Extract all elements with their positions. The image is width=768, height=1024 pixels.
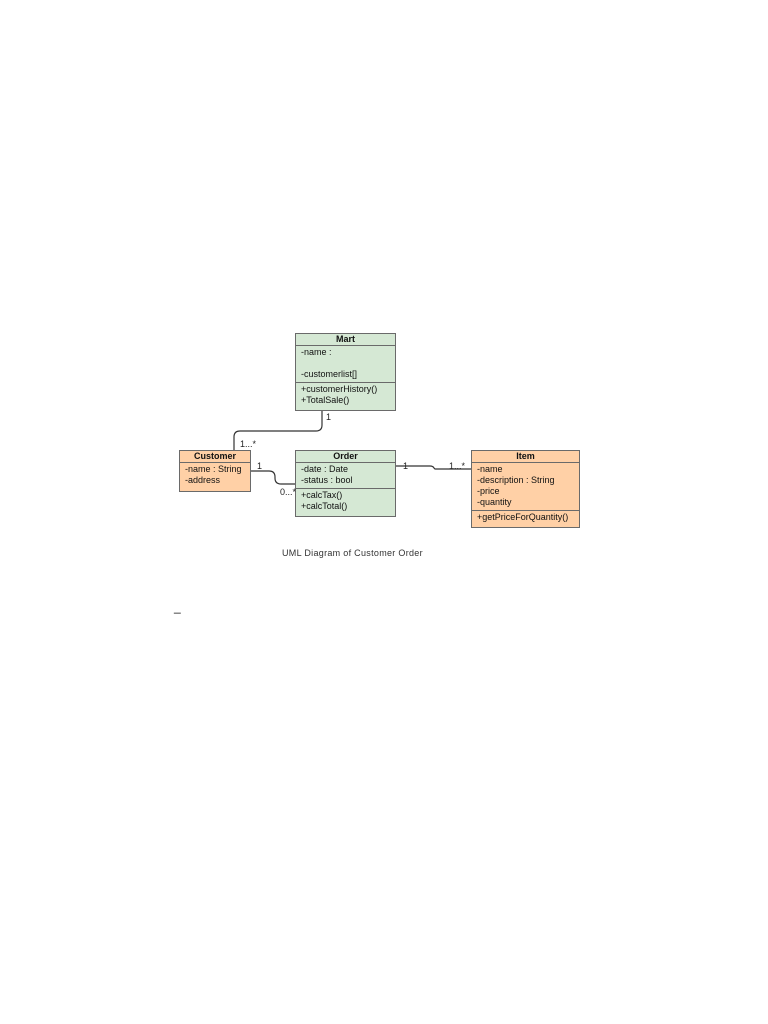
class-order-name: Order: [296, 451, 395, 463]
class-mart-attributes: -name : -customerlist[]: [296, 346, 395, 383]
class-mart-attribute: -name :: [301, 347, 332, 357]
class-item-attribute: -name: [477, 464, 503, 474]
multiplicity-customer-end-order: 1: [257, 461, 263, 471]
class-order-operation: +calcTotal(): [301, 501, 348, 511]
multiplicity-order-end-customer: 0...*: [280, 487, 297, 497]
association-customer-order: [251, 470, 295, 485]
class-item-attributes: -name -description : String -price -quan…: [472, 463, 579, 511]
stray-underscore-mark: _: [174, 600, 181, 614]
multiplicity-order-end-item: 1: [403, 461, 409, 471]
class-mart-operation: +customerHistory(): [301, 384, 378, 394]
class-mart-attribute: -customerlist[]: [301, 369, 358, 379]
class-item-operations: +getPriceForQuantity(): [472, 511, 579, 525]
class-item-attribute: -price: [477, 486, 500, 496]
class-item: Item -name -description : String -price …: [471, 450, 580, 528]
class-order: Order -date : Date -status : bool +calcT…: [295, 450, 396, 517]
class-mart-attribute-blank: [301, 358, 390, 369]
class-mart: Mart -name : -customerlist[] +customerHi…: [295, 333, 396, 411]
association-mart-customer: [233, 411, 323, 450]
class-mart-name: Mart: [296, 334, 395, 346]
class-item-operation: +getPriceForQuantity(): [477, 512, 569, 522]
class-customer: Customer -name : String -address: [179, 450, 251, 492]
class-customer-attribute: -name : String: [185, 464, 242, 474]
class-customer-attributes: -name : String -address: [180, 463, 250, 488]
class-mart-operation: +TotalSale(): [301, 395, 350, 405]
class-mart-operations: +customerHistory() +TotalSale(): [296, 383, 395, 408]
multiplicity-customer-end-mart: 1...*: [240, 439, 257, 449]
association-order-item: [396, 465, 471, 470]
multiplicity-item-end: 1...*: [449, 461, 466, 471]
class-item-name: Item: [472, 451, 579, 463]
class-order-attributes: -date : Date -status : bool: [296, 463, 395, 489]
class-order-operations: +calcTax() +calcTotal(): [296, 489, 395, 514]
class-order-attribute: -status : bool: [301, 475, 353, 485]
class-order-attribute: -date : Date: [301, 464, 349, 474]
class-item-attribute: -description : String: [477, 475, 555, 485]
class-customer-name: Customer: [180, 451, 250, 463]
class-customer-attribute: -address: [185, 475, 221, 485]
class-order-operation: +calcTax(): [301, 490, 343, 500]
multiplicity-mart-end: 1: [326, 412, 332, 422]
class-item-attribute: -quantity: [477, 497, 512, 507]
diagram-caption: UML Diagram of Customer Order: [282, 548, 423, 558]
